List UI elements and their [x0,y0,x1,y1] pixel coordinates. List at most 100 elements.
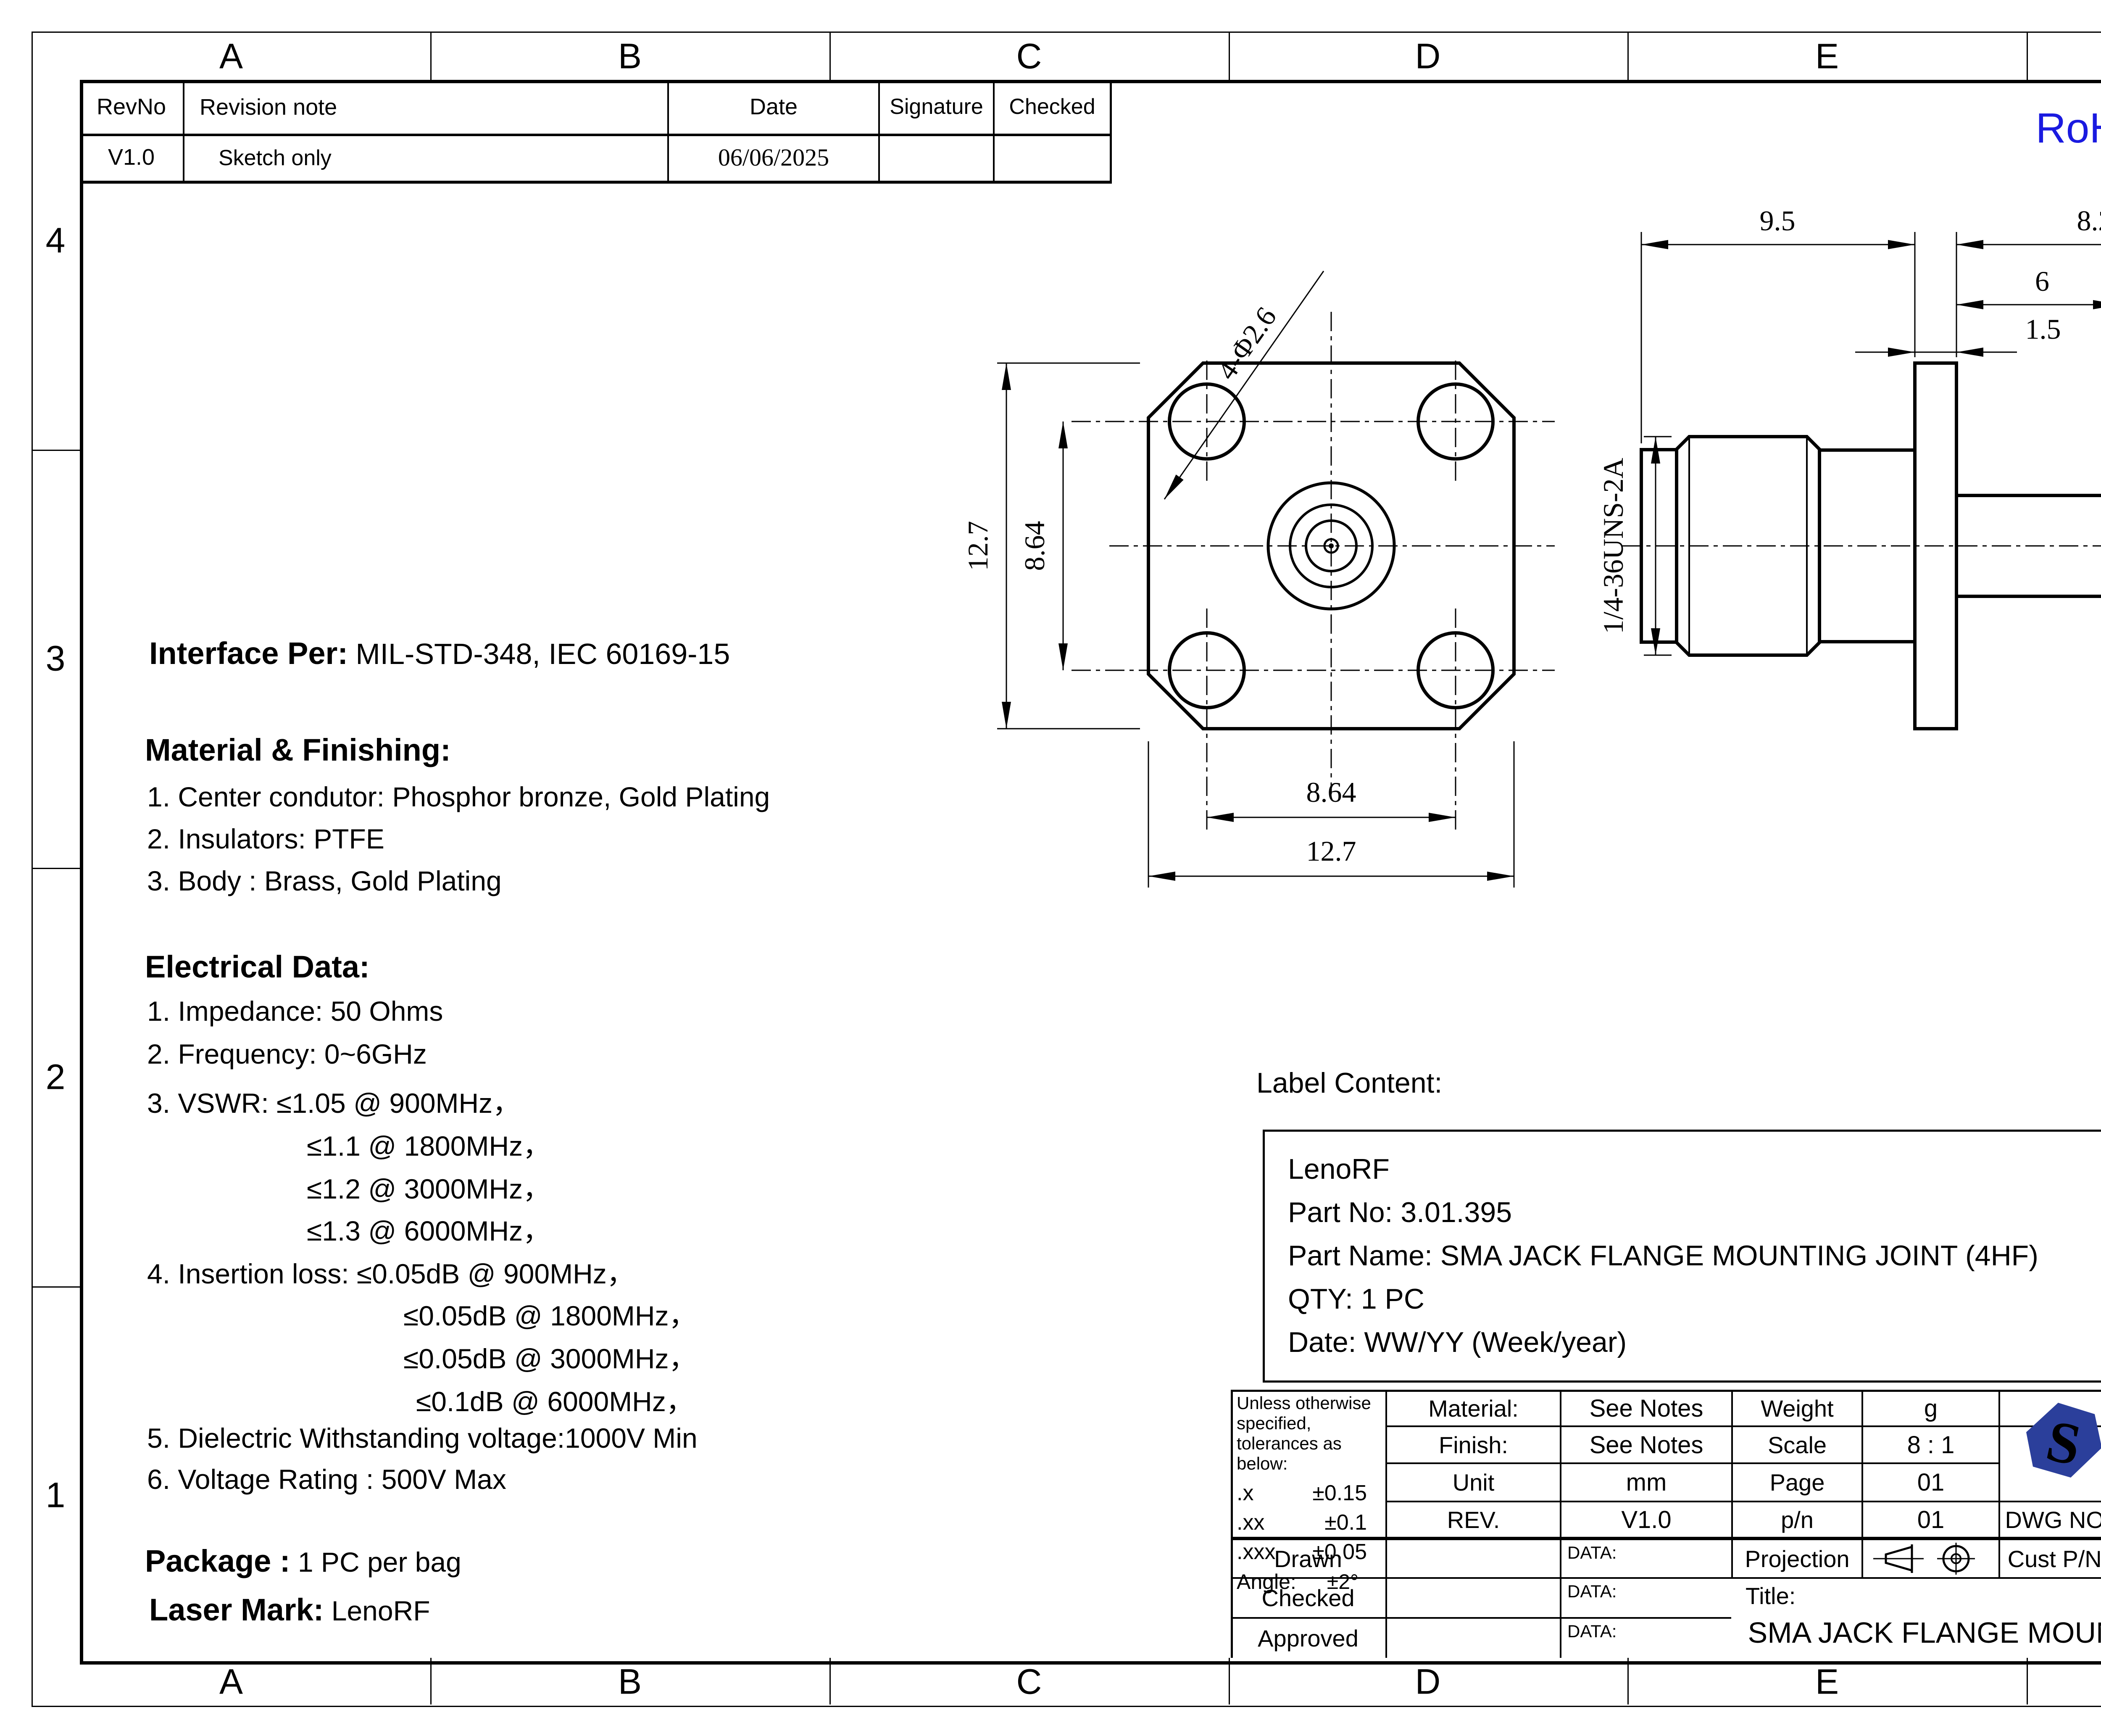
zone-tick [430,1658,432,1704]
zone-col-label: C [1016,1662,1042,1702]
zone-col-label: E [1815,36,1839,76]
drawn-label: Drawn [1274,1545,1342,1572]
package-value: 1 PC per bag [298,1546,461,1578]
electrical-item-10: ≤0.1dB @ 6000MHz， [416,1386,694,1417]
rohs-note: RoHS Compliant. [2035,105,2101,152]
tol-xx-label: .xx [1237,1510,1265,1535]
zone-col-label: D [1415,36,1441,76]
label-line-brand: LenoRF [1288,1153,1390,1185]
material-heading: Material & Finishing: [145,732,451,767]
drawn-data-label: DATA: [1567,1543,1617,1562]
zone-col-label: A [219,36,243,76]
rev-header-note: Revision note [200,95,337,120]
electrical-item-3: 3. VSWR: ≤1.05 @ 900MHz， [147,1088,521,1119]
logo-cell: S Leno RF [2000,1391,2101,1500]
projection-symbol [1863,1540,1998,1577]
dwg-label: DWG NO. [2005,1506,2101,1533]
electrical-item-5: ≤1.2 @ 3000MHz， [307,1173,551,1204]
electrical-item-6: ≤1.3 @ 6000MHz， [307,1215,551,1246]
front-dim-width: 12.7 [1306,835,1356,867]
material-item-2: 2. Insulators: PTFE [147,823,384,854]
zone-tick [2027,1658,2028,1704]
rev-label: REV. [1447,1506,1500,1533]
front-centerlines [1072,312,1555,830]
zone-tick [829,1658,831,1704]
interface-value: MIL-STD-348, IEC 60169-15 [355,637,730,670]
zone-tick [32,450,80,451]
material-value: See Notes [1589,1395,1703,1422]
rev-header-date: Date [749,94,798,119]
material-item-1: 1. Center condutor: Phosphor bronze, Gol… [147,781,770,812]
tolerance-line1: Unless otherwise specified, [1237,1393,1371,1433]
label-line-partname: Part Name: SMA JACK FLANGE MOUNTING JOIN… [1288,1240,2038,1272]
tol-xx-value: ±0.1 [1324,1510,1367,1535]
label-content-box: LenoRF Part No: 3.01.395 Part Name: SMA … [1263,1130,2101,1383]
rev-header-signature: Signature [890,95,983,119]
package-note: Package : 1 PC per bag [145,1543,461,1579]
front-dim-holes: 4-Φ2.6 [1210,301,1282,385]
front-dim-hole-span-h: 8.64 [1306,776,1356,808]
rev-cell-note: Sketch only [219,146,332,170]
tol-xxx-value: ±0.05 [1312,1540,1367,1564]
electrical-item-7: 4. Insertion loss: ≤0.05dB @ 900MHz， [147,1258,635,1289]
tol-xxx-label: .xxx [1237,1540,1276,1564]
zone-col-label: E [1815,1662,1839,1702]
zone-tick [430,32,432,80]
rev-cell-revno: V1.0 [108,145,155,170]
front-dim-hole-span-v: 8.64 [1019,521,1050,571]
zone-col-label: A [219,1662,243,1702]
rev-cell-signature [880,134,993,181]
interface-note: Interface Per: MIL-STD-348, IEC 60169-15 [149,635,730,671]
approved-data-label: DATA: [1567,1621,1617,1641]
tol-angle-label: Angle: [1237,1570,1296,1594]
zone-tick [1229,1658,1230,1704]
tol-x-value: ±0.15 [1312,1481,1367,1505]
inner-border [80,80,2101,1665]
laser-value: LenoRF [331,1595,430,1626]
zone-tick [1627,1658,1629,1704]
front-dim-height: 12.7 [962,521,994,571]
side-dim-left: 9.5 [1760,205,1796,237]
checked-label: Checked [1261,1585,1355,1611]
rev-header-revno: RevNo [96,94,166,119]
zone-row-label: 4 [45,220,66,260]
unit-value: mm [1626,1469,1667,1496]
pn-label: p/n [1781,1506,1814,1533]
side-dim-flange: 1.5 [2025,313,2061,345]
projection-label: Projection [1745,1545,1850,1572]
label-line-date: Date: WW/YY (Week/year) [1288,1326,1627,1358]
front-dimensions [997,271,1515,888]
electrical-item-12: 6. Voltage Rating : 500V Max [147,1464,506,1495]
zone-col-label: C [1016,36,1042,76]
electrical-item-9: ≤0.05dB @ 3000MHz， [403,1343,697,1374]
side-thread-label: 1/4-36UNS-2A [1597,458,1629,634]
finish-value: See Notes [1589,1431,1703,1459]
zone-tick [1229,32,1230,80]
electrical-item-11: 5. Dielectric Withstanding voltage:1000V… [147,1423,698,1454]
rev-cell-checked [995,134,1110,181]
weight-value: g [1924,1395,1938,1422]
zone-col-label: B [618,36,642,76]
side-dimensions [1640,232,2101,656]
scale-label: Scale [1767,1431,1827,1458]
rev-cell-date: 06/06/2025 [718,143,829,171]
rev-header-checked: Checked [1009,95,1095,119]
label-line-partno: Part No: 3.01.395 [1288,1196,1512,1228]
checked-data-label: DATA: [1567,1581,1617,1601]
label-content-heading: Label Content: [1256,1067,1443,1099]
tolerance-line2: tolerances as below: [1237,1433,1342,1473]
zone-tick [1627,32,1629,80]
laser-label: Laser Mark: [149,1592,324,1627]
material-label: Material: [1428,1395,1519,1422]
weight-label: Weight [1761,1395,1834,1422]
drawing-views: 12.7 8.64 8.64 12.7 4-Φ2.6 [962,205,2101,888]
finish-label: Finish: [1439,1431,1508,1458]
page-value: 01 [1917,1469,1945,1496]
electrical-heading: Electrical Data: [145,949,370,984]
zone-tick [2027,32,2028,80]
lenorf-logo-icon: S [2026,1403,2101,1478]
title-block: Unless otherwise specified, tolerances a… [1231,1390,2101,1658]
zone-row-label: 3 [45,638,66,678]
tol-x-label: .x [1237,1481,1254,1505]
